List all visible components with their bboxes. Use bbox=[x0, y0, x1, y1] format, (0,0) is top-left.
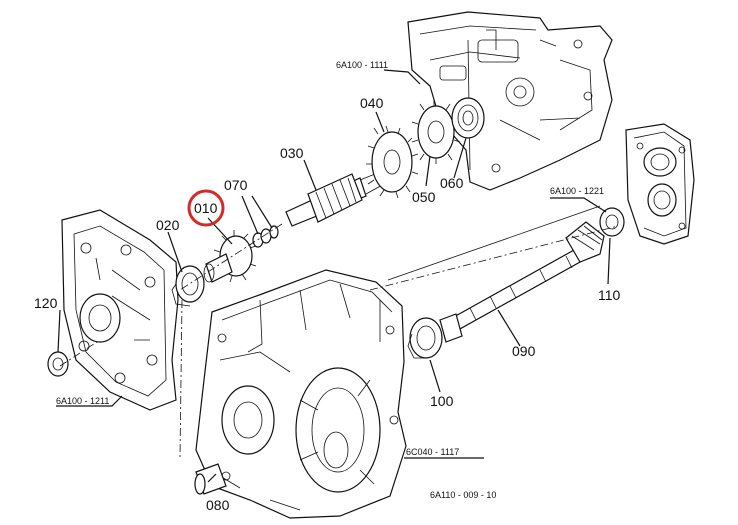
bearing-100 bbox=[407, 317, 443, 359]
callout-070: 070 bbox=[224, 177, 248, 193]
callout-110: 110 bbox=[598, 287, 621, 303]
ref-right-cover: 6A100 - 1221 bbox=[550, 186, 604, 196]
main-case-housing bbox=[195, 269, 407, 519]
top-case-housing bbox=[407, 11, 613, 191]
callout-030: 030 bbox=[280, 145, 304, 161]
assembly-axis-lines bbox=[59, 205, 619, 459]
callout-040: 040 bbox=[360, 95, 384, 111]
ref-main-case: 6C040 - 1117 bbox=[406, 447, 459, 457]
bearing-110 bbox=[599, 207, 625, 237]
callout-090: 090 bbox=[512, 343, 536, 359]
roller-bearing-070 bbox=[252, 225, 279, 248]
left-cover-housing bbox=[61, 209, 179, 411]
shaft-030 bbox=[285, 171, 385, 227]
gear-050 bbox=[411, 100, 461, 164]
bearing-020 bbox=[171, 265, 205, 307]
gear-040 bbox=[366, 125, 419, 199]
ref-top-case: 6A100 - 1111 bbox=[336, 60, 388, 70]
gear-010 bbox=[203, 230, 257, 283]
callout-100: 100 bbox=[430, 393, 454, 409]
right-cover-housing bbox=[625, 123, 695, 245]
callout-060: 060 bbox=[440, 175, 464, 191]
seal-120 bbox=[47, 351, 69, 377]
highlight-circle bbox=[187, 189, 225, 227]
bearing-060 bbox=[451, 97, 485, 139]
drawing-number: 6A110 - 009 - 10 bbox=[430, 490, 496, 500]
callout-020: 020 bbox=[156, 217, 180, 233]
callout-080: 080 bbox=[206, 497, 230, 513]
shaft-090 bbox=[439, 221, 605, 343]
leader-lines bbox=[56, 69, 611, 483]
callout-010: 010 bbox=[194, 200, 218, 216]
callout-120: 120 bbox=[34, 295, 58, 311]
callout-050: 050 bbox=[412, 189, 436, 205]
ref-left-cover: 6A100 - 1211 bbox=[56, 396, 109, 406]
